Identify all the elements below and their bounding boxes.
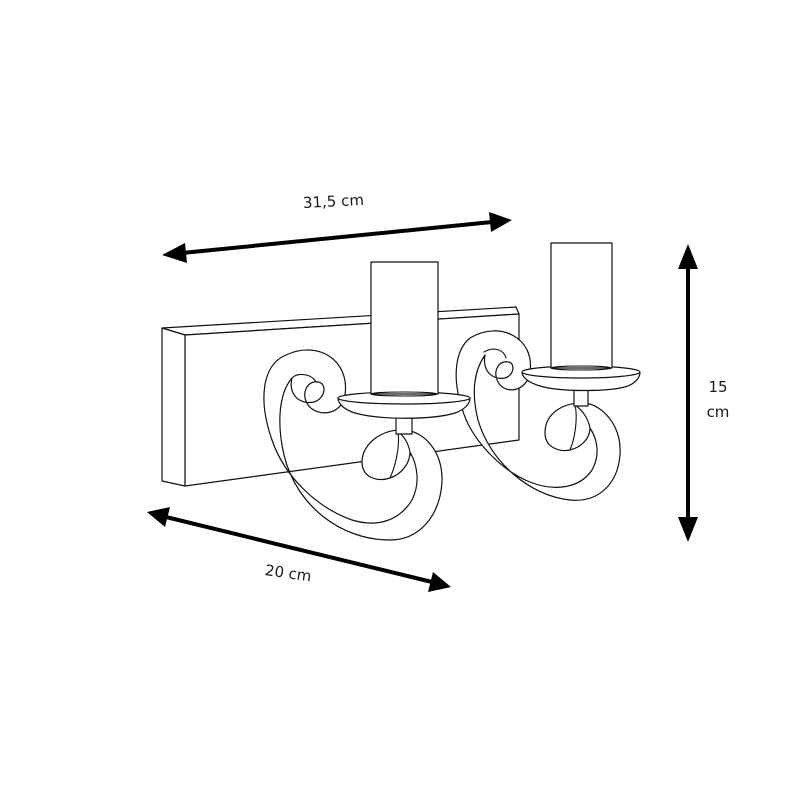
- height-value: 15: [708, 378, 728, 396]
- width-dimension-arrow: [162, 212, 512, 263]
- left-candle-arm: [263, 349, 443, 541]
- right-candle: [521, 242, 641, 407]
- width-label: 31,5 cm: [302, 190, 365, 212]
- height-dimension-arrow: [678, 244, 698, 542]
- height-unit: cm: [706, 403, 730, 421]
- depth-dimension-arrow: [147, 507, 451, 592]
- height-label: 15 cm: [702, 380, 734, 430]
- left-candle: [337, 261, 471, 435]
